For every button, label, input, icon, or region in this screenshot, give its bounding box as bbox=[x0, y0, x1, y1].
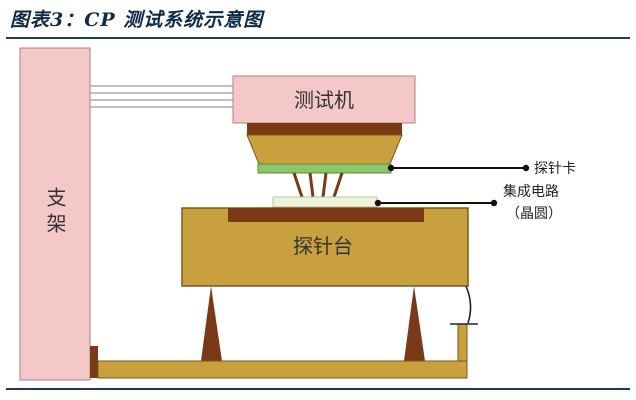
base-rail-end bbox=[90, 346, 98, 378]
left-leg bbox=[201, 286, 222, 361]
prober-chuck bbox=[228, 208, 424, 222]
top-rule bbox=[6, 37, 630, 39]
figure-title: 图表3：CP 测试系统示意图 bbox=[10, 9, 264, 31]
probe-card-leader-dot bbox=[387, 164, 395, 172]
wafer-leader-dot bbox=[374, 199, 382, 207]
prober-label: 探针台 bbox=[293, 234, 353, 258]
test-head-plate bbox=[247, 123, 402, 135]
wafer-note: （晶圆） bbox=[506, 206, 562, 222]
probe-card-label: 探针卡 bbox=[534, 161, 576, 177]
wafer bbox=[272, 196, 378, 208]
probe-needles bbox=[292, 172, 344, 198]
stand-column bbox=[19, 47, 91, 381]
stand-arm bbox=[90, 85, 233, 108]
right-leg bbox=[404, 286, 425, 361]
test-head-interface bbox=[246, 134, 403, 165]
probe-card bbox=[257, 163, 392, 174]
cable bbox=[465, 285, 472, 324]
stand-label: 支架 bbox=[43, 187, 67, 239]
tester-label: 测试机 bbox=[294, 88, 354, 112]
probe-card-leader-end bbox=[522, 164, 530, 172]
wafer-leader-end bbox=[490, 199, 498, 207]
wafer-label: 集成电路 bbox=[503, 183, 559, 200]
tester-box bbox=[232, 75, 416, 124]
base-rail bbox=[97, 360, 468, 379]
right-post bbox=[457, 323, 468, 362]
bottom-rule bbox=[6, 388, 630, 390]
